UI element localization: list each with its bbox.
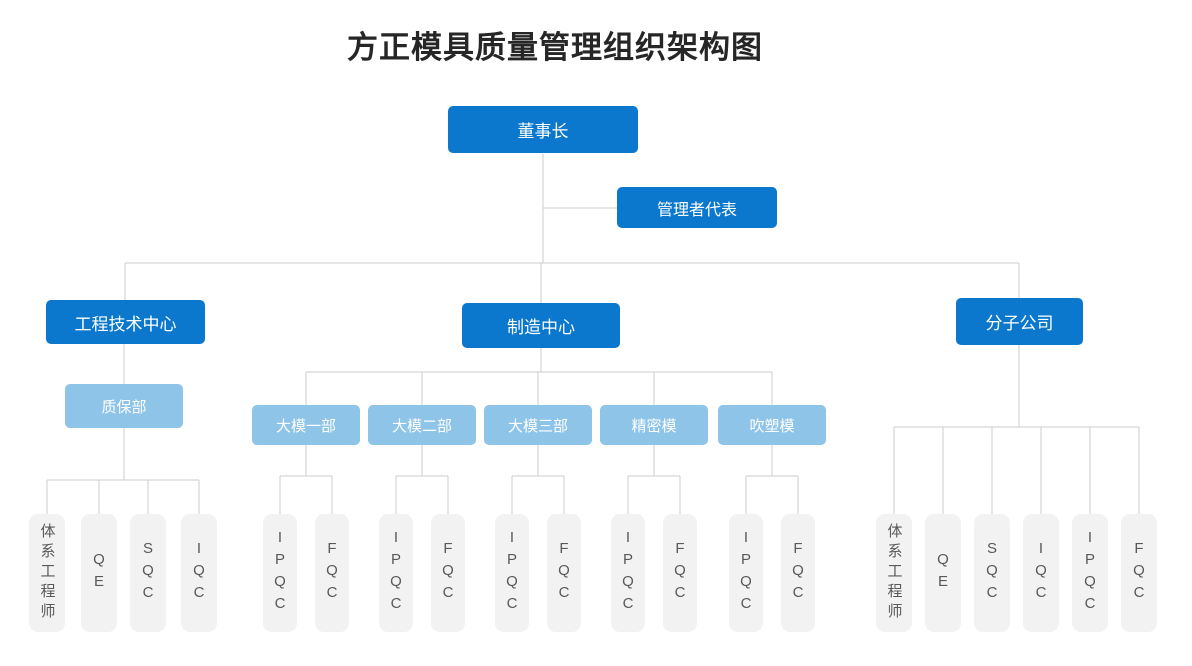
node-chairman: 董事长 <box>448 106 638 153</box>
node-management-representative: 管理者代表 <box>617 187 777 228</box>
node-qe-sub: QE <box>925 514 961 632</box>
node-fqc-dept3: FQC <box>547 514 581 632</box>
node-ipqc-precision: IPQC <box>611 514 645 632</box>
node-iqc-sub: IQC <box>1023 514 1059 632</box>
node-fqc-dept2: FQC <box>431 514 465 632</box>
node-large-mold-dept-2: 大模二部 <box>368 405 476 445</box>
node-sqc-sub: SQC <box>974 514 1010 632</box>
node-sqc: SQC <box>130 514 166 632</box>
node-ipqc-dept2: IPQC <box>379 514 413 632</box>
node-large-mold-dept-3: 大模三部 <box>484 405 592 445</box>
node-fqc-blow: FQC <box>781 514 815 632</box>
node-manufacturing-center: 制造中心 <box>462 303 620 348</box>
page-title: 方正模具质量管理组织架构图 <box>347 30 763 65</box>
node-ipqc-sub: IPQC <box>1072 514 1108 632</box>
node-fqc-dept1: FQC <box>315 514 349 632</box>
node-qa-department: 质保部 <box>65 384 183 428</box>
node-blow-mold: 吹塑模 <box>718 405 826 445</box>
node-fqc-precision: FQC <box>663 514 697 632</box>
node-ipqc-dept1: IPQC <box>263 514 297 632</box>
node-fqc-sub: FQC <box>1121 514 1157 632</box>
node-system-engineer: 体系工程师 <box>29 514 65 632</box>
node-precision-mold: 精密模 <box>600 405 708 445</box>
node-qe: QE <box>81 514 117 632</box>
node-ipqc-blow: IPQC <box>729 514 763 632</box>
node-subsidiary-companies: 分子公司 <box>956 298 1083 345</box>
node-iqc: IQC <box>181 514 217 632</box>
node-system-engineer-sub: 体系工程师 <box>876 514 912 632</box>
node-engineering-tech-center: 工程技术中心 <box>46 300 205 344</box>
node-ipqc-dept3: IPQC <box>495 514 529 632</box>
node-large-mold-dept-1: 大模一部 <box>252 405 360 445</box>
